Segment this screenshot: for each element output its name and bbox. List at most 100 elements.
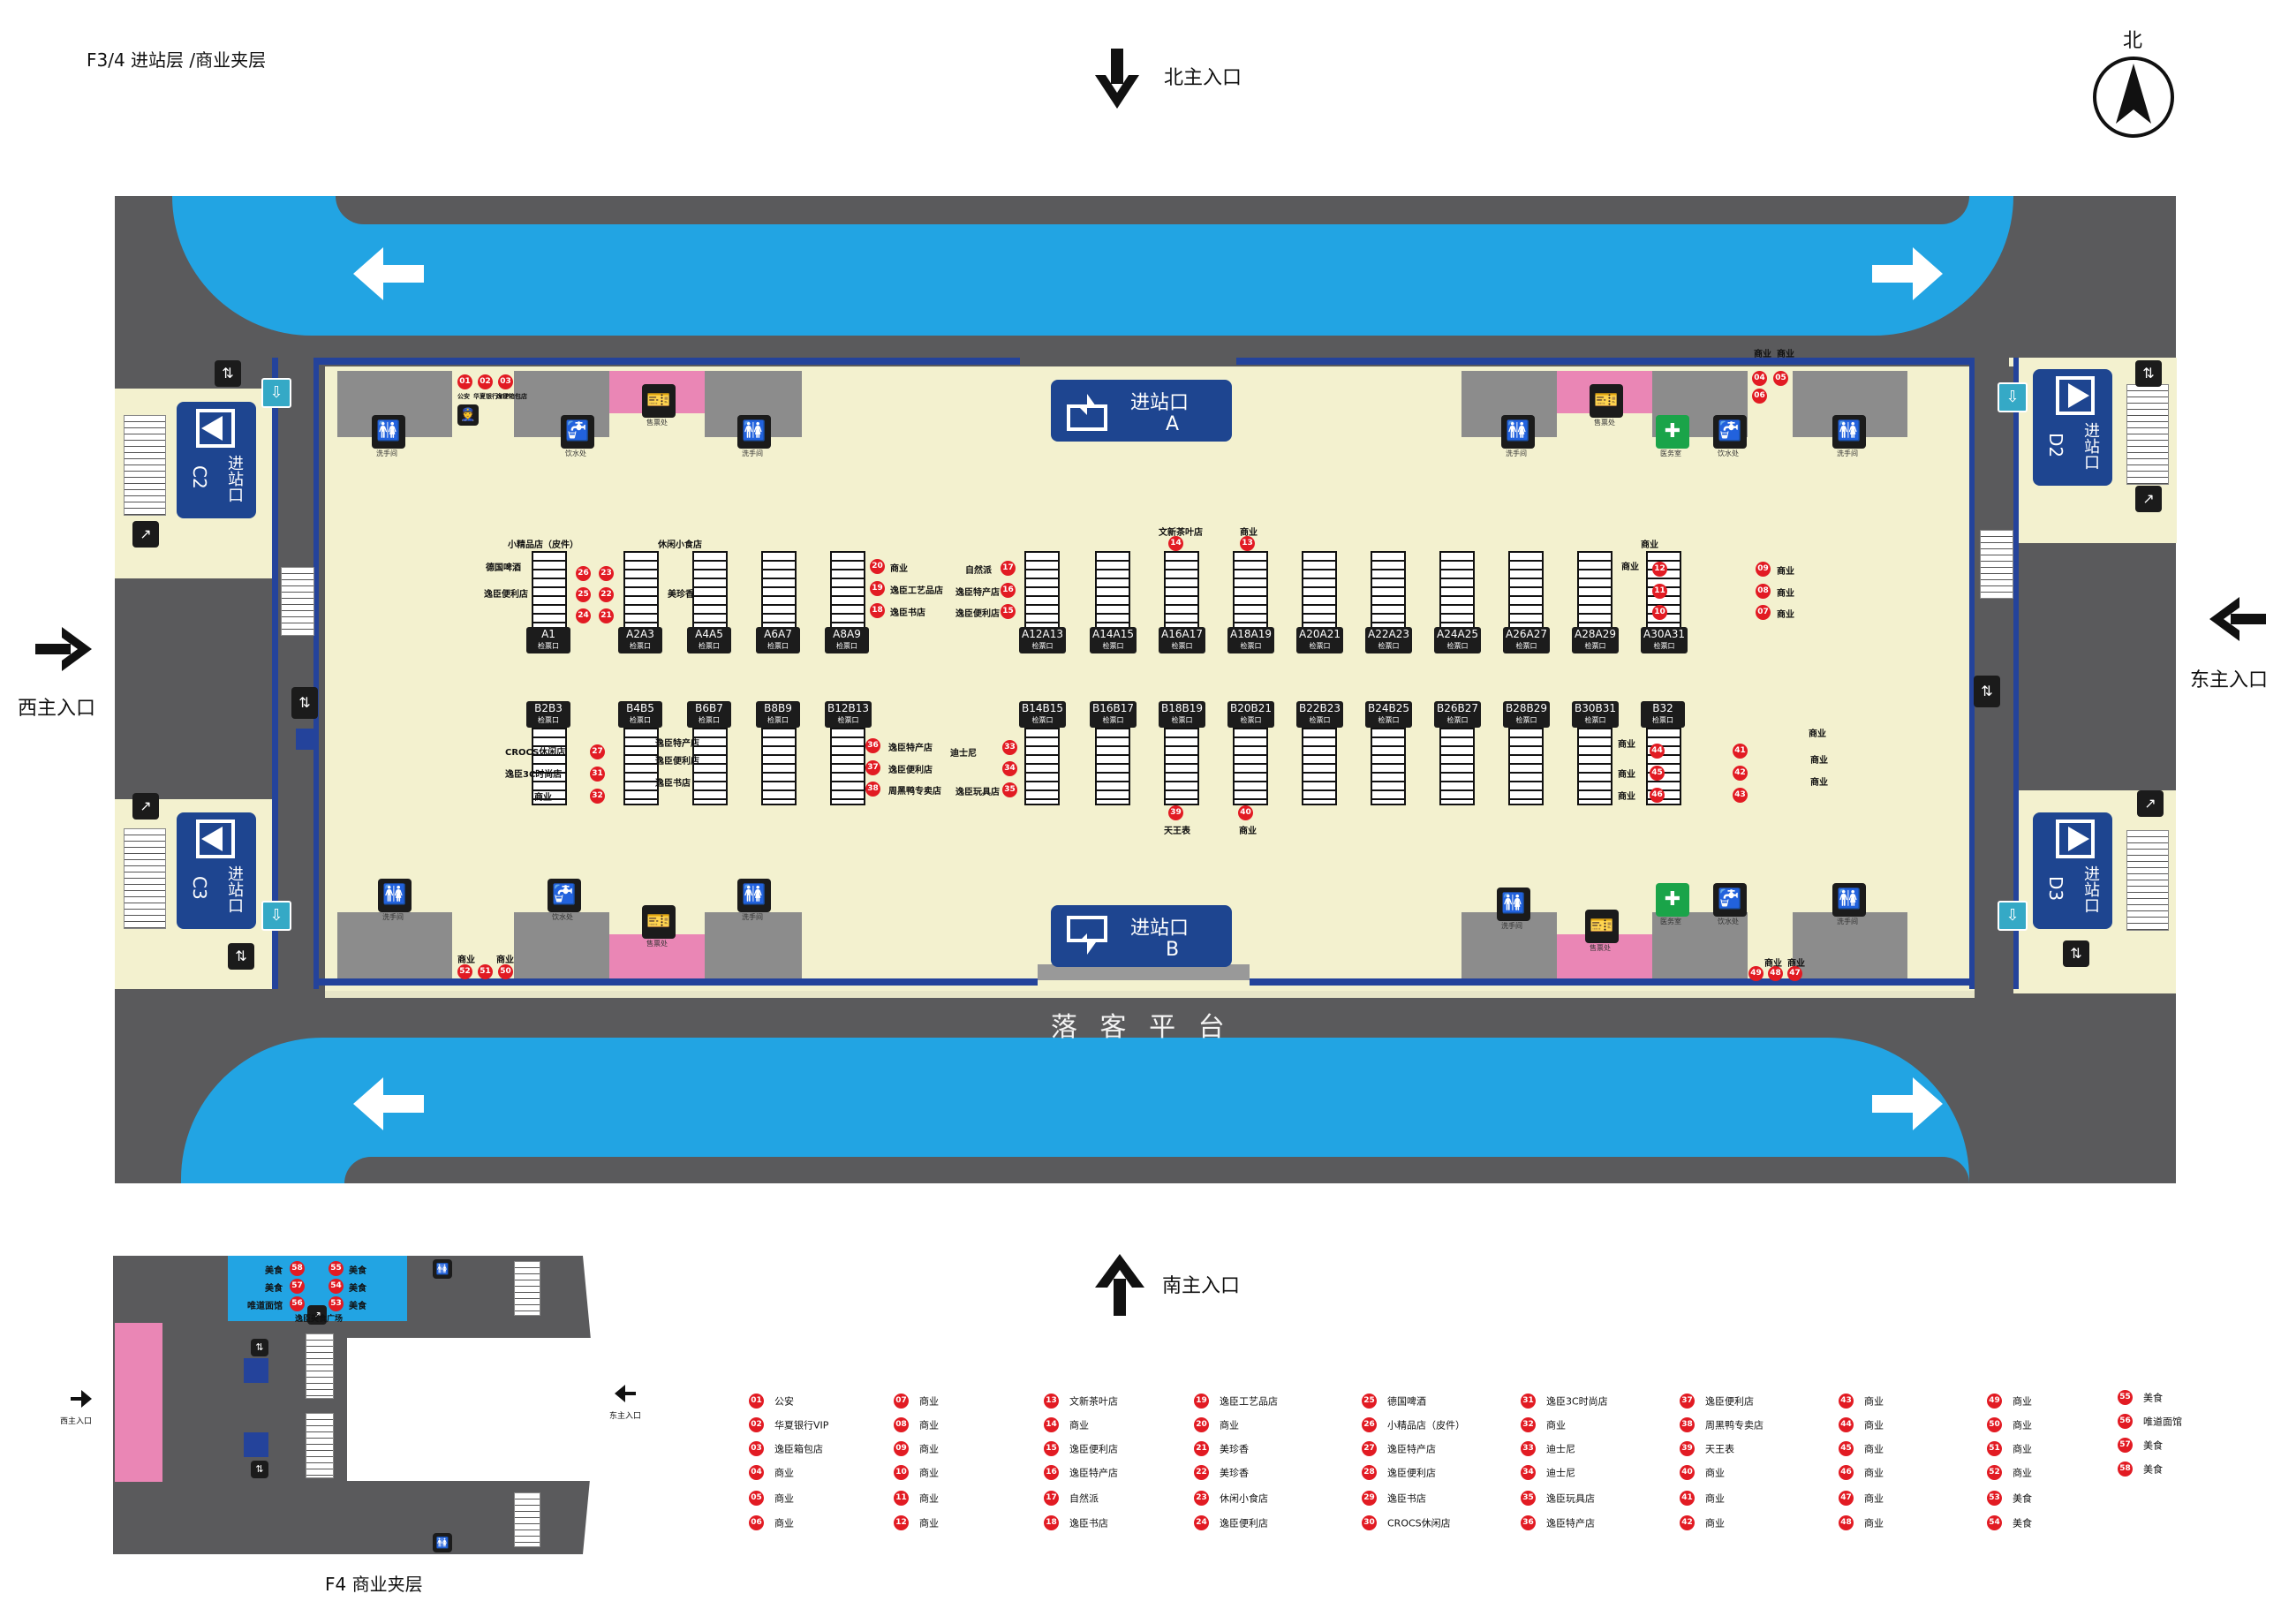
gate-id: A18A19: [1230, 628, 1272, 640]
f4-label: F4 商业夹层: [325, 1574, 423, 1595]
elevator-icon: ⇅: [228, 943, 254, 970]
gate-id: B22B23: [1299, 702, 1341, 714]
main-hall: [325, 366, 1975, 993]
legend-badge: 53: [1987, 1491, 2002, 1506]
legend-label: 迪士尼: [1546, 1467, 1575, 1479]
legend-badge: 46: [1839, 1465, 1854, 1480]
shop-badge: 38: [865, 782, 880, 797]
arrow-right-icon: [1872, 247, 1943, 304]
legend-label: 小精品店（皮件）: [1387, 1419, 1465, 1431]
shop-badge: 15: [1001, 604, 1016, 619]
entry-gate-c2[interactable]: 进站口 C2: [177, 402, 256, 518]
legend-badge: 08: [894, 1417, 909, 1432]
gate-suffix: 检票口: [699, 642, 720, 650]
legend-badge: 33: [1521, 1441, 1536, 1456]
shop-badge: 16: [1001, 583, 1016, 598]
entry-icon: [2052, 816, 2098, 865]
arrow-down-icon: ⇩: [1998, 382, 2028, 412]
legend-badge: 54: [1987, 1515, 2002, 1530]
gate-id: A14A15: [1092, 628, 1134, 640]
gate-id: A16A17: [1161, 628, 1203, 640]
ticket-gate: [1439, 551, 1475, 629]
elevator-icon: ⇅: [251, 1461, 268, 1478]
toilet-icon: 🚻: [1832, 883, 1866, 917]
legend-badge: 22: [1194, 1465, 1209, 1480]
water-icon: 🚰: [1713, 415, 1747, 449]
legend-label: 美珍香: [1220, 1443, 1249, 1455]
arrow-right-icon: [35, 627, 92, 675]
shop-badge: 46: [1650, 788, 1665, 803]
stairs: [1980, 530, 2013, 599]
gate-id: A26A27: [1506, 628, 1547, 640]
legend-label: 逸臣便利店: [1705, 1395, 1754, 1408]
north-entrance-label: 北主入口: [1164, 67, 1242, 89]
gate-id: A2A3: [626, 628, 654, 640]
water-icon: 🚰: [1713, 883, 1747, 917]
gate-suffix: 检票口: [837, 716, 859, 724]
shop-badge: 39: [1168, 805, 1183, 820]
legend-badge: 07: [894, 1394, 909, 1409]
legend-item: 24 逸臣便利店: [1194, 1515, 1268, 1530]
legend-label: 商业: [1705, 1517, 1725, 1530]
toilet-icon: 🚻: [372, 415, 405, 449]
legend-label: 商业: [2013, 1395, 2032, 1408]
gate-suffix: 检票口: [699, 716, 720, 724]
wall: [1250, 978, 1969, 986]
entry-gate-c3[interactable]: 进站口 C3: [177, 812, 256, 929]
legend-label: 商业: [1864, 1517, 1884, 1530]
arrow-down-icon: ⇩: [1998, 901, 2028, 931]
shop-badge: 33: [1002, 740, 1017, 755]
entry-icon: [2052, 373, 2098, 422]
entry-gate-d2[interactable]: 进站口 D2: [2033, 369, 2112, 486]
gate-id: B16B17: [1092, 702, 1135, 714]
gate-suffix: 检票口: [1378, 642, 1400, 650]
gate-suffix: 检票口: [1171, 716, 1193, 724]
legend-label: 逸臣便利店: [1220, 1517, 1268, 1530]
gate-suffix: 检票口: [1446, 716, 1469, 724]
legend-badge: 34: [1521, 1465, 1536, 1480]
entry-gate-a[interactable]: 进站口 A: [1051, 380, 1232, 442]
gate-suffix: 检票口: [1515, 716, 1537, 724]
gate-suffix: 检票口: [1309, 716, 1331, 724]
legend-badge: 10: [894, 1465, 909, 1480]
ticket-gate: [761, 551, 797, 629]
gate-suffix: 检票口: [1031, 642, 1054, 650]
food-court-label: 逸臣美食广场: [295, 1315, 344, 1324]
legend-badge: 24: [1194, 1515, 1209, 1530]
legend-badge: 25: [1362, 1394, 1377, 1409]
legend-label: CROCS休闲店: [1387, 1517, 1451, 1530]
entry-gate-b[interactable]: 进站口 B: [1051, 905, 1232, 967]
wall: [2013, 358, 2019, 989]
legend-label: 商业: [1069, 1419, 1089, 1431]
legend-badge: 43: [1839, 1394, 1854, 1409]
wall: [1236, 358, 1974, 365]
shop-badge: 54: [329, 1279, 344, 1294]
entry-gate-d3[interactable]: 进站口 D3: [2033, 812, 2112, 929]
gate-suffix: 检票口: [767, 642, 789, 650]
shop-badge: 31: [590, 767, 605, 782]
stairs: [2126, 830, 2169, 931]
